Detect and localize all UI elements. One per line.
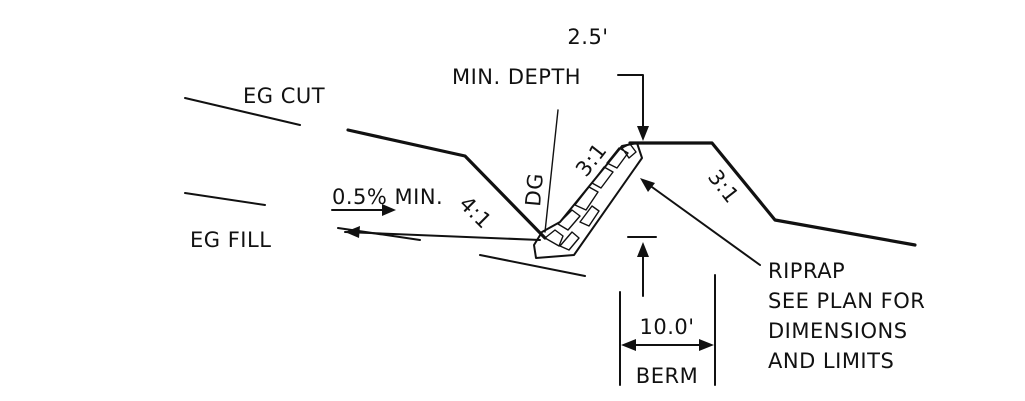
berm-inner-slope-label: 3:1 bbox=[571, 138, 612, 181]
riprap-note-line-3: DIMENSIONS bbox=[768, 319, 908, 343]
eg-fill-line-lower bbox=[479, 254, 586, 277]
berm-dimension-up-arrowhead bbox=[637, 242, 649, 257]
berm-label: BERM bbox=[636, 364, 698, 388]
riprap-note-line-1: RIPRAP bbox=[768, 259, 845, 283]
riprap-stones-pattern bbox=[544, 143, 637, 251]
eg-cut-label: EG CUT bbox=[243, 84, 325, 108]
riprap-note-line-2: SEE PLAN FOR bbox=[768, 289, 925, 313]
min-depth-arrowhead bbox=[637, 126, 649, 141]
eg-cut-line bbox=[184, 97, 301, 126]
min-depth-label: MIN. DEPTH bbox=[452, 65, 581, 89]
berm-profile-line bbox=[628, 141, 917, 247]
min-slope-label: 0.5% MIN. bbox=[332, 185, 443, 209]
dg-label: DG bbox=[521, 172, 548, 207]
berm-outer-slope-label: 3:1 bbox=[703, 165, 744, 208]
min-slope-leader-arrowhead bbox=[345, 226, 360, 238]
dg-leader-line bbox=[544, 109, 559, 233]
riprap-arrowhead bbox=[640, 178, 655, 192]
berm-width-label: 10.0' bbox=[639, 315, 694, 339]
cut-slope-line bbox=[346, 128, 547, 240]
riprap-note-line-4: AND LIMITS bbox=[768, 349, 894, 373]
eg-fill-line-upper bbox=[184, 192, 266, 206]
min-slope-leader-line bbox=[344, 231, 541, 241]
berm-width-arrowhead-left bbox=[621, 339, 636, 351]
min-depth-leader-line bbox=[617, 74, 644, 131]
berm-width-arrowhead-right bbox=[699, 339, 714, 351]
riprap-leader-line bbox=[644, 181, 761, 266]
eg-fill-label: EG FILL bbox=[190, 228, 271, 252]
min-slope-arrowhead bbox=[382, 204, 396, 216]
min-depth-value-label: 2.5' bbox=[567, 25, 608, 49]
side-slope-ditch-label: 4:1 bbox=[454, 192, 496, 234]
